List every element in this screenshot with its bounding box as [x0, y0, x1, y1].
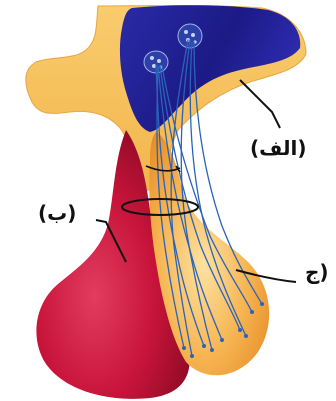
label-c: (ج — [305, 262, 329, 282]
leader-line-a — [240, 80, 280, 128]
label-a: (الف) — [250, 138, 306, 158]
label-b: (ب) — [38, 203, 76, 223]
